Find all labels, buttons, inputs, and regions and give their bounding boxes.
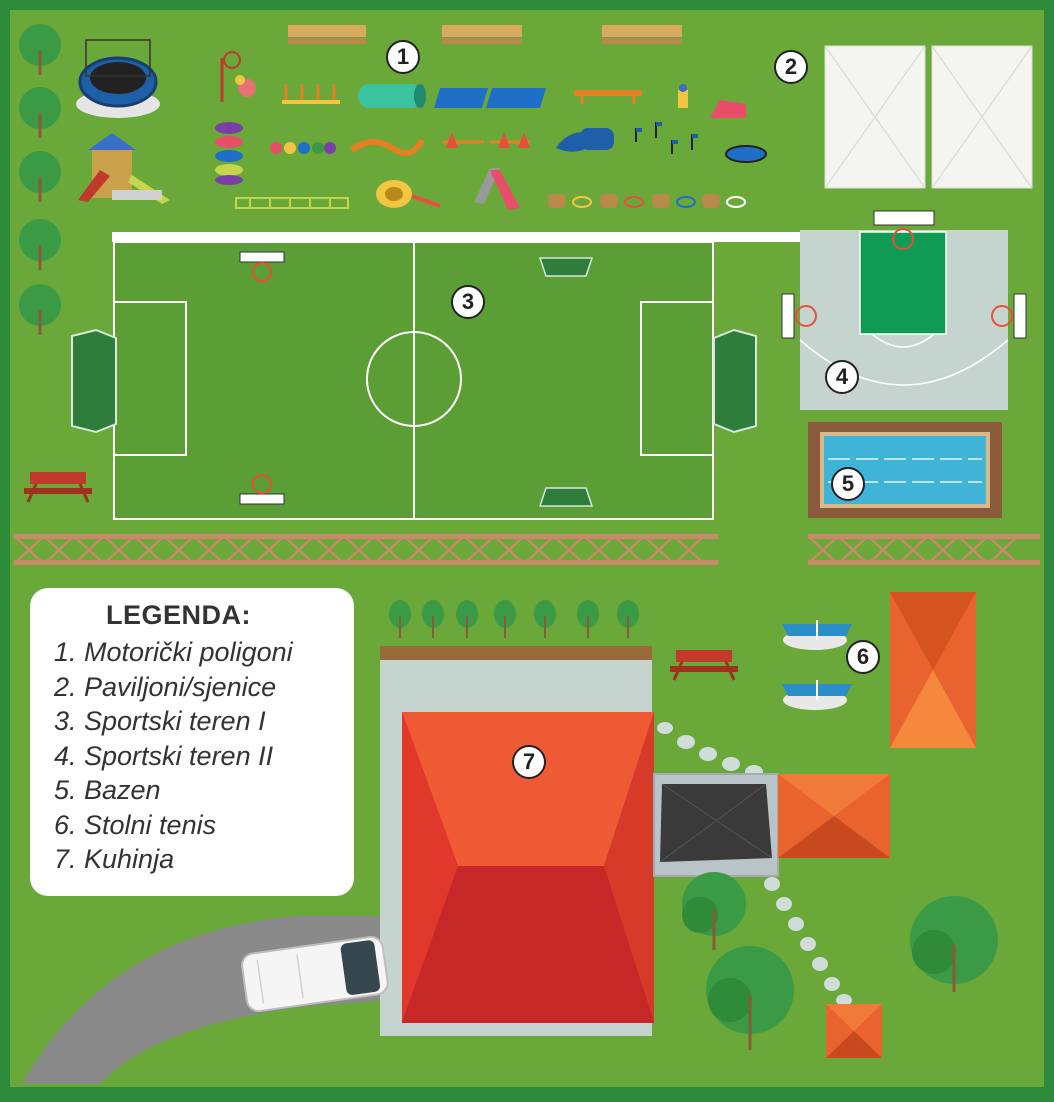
bench-icon <box>442 25 522 44</box>
mat-icon <box>434 88 546 108</box>
trampoline-icon <box>76 39 160 118</box>
area-marker-3[interactable]: 3 <box>451 285 485 319</box>
small-goal-icon <box>538 487 594 507</box>
picnic-table-icon <box>24 472 92 503</box>
pavilion-icon <box>824 45 926 189</box>
tyre-stack-icon <box>215 122 243 185</box>
tree-icon <box>577 600 599 638</box>
legend-item: 2. Paviljoni/sjenice <box>54 671 277 702</box>
toy-icon <box>235 75 256 97</box>
cone-set-icon <box>270 142 336 154</box>
shed-roof <box>826 1004 882 1058</box>
tree-icon <box>456 600 478 638</box>
goal-right-icon <box>713 328 757 434</box>
legend-item: 6. Stolni tenis <box>54 809 217 840</box>
slide-icon <box>474 168 520 210</box>
balance-beam-icon <box>574 90 642 104</box>
agility-ladder-icon <box>235 197 349 209</box>
van-icon <box>241 935 389 1013</box>
tree-icon <box>389 600 411 638</box>
pavilion-icon <box>931 45 1033 189</box>
tree-icon <box>910 896 998 992</box>
area-marker-5[interactable]: 5 <box>831 467 865 501</box>
basketball-hoop-icon <box>239 474 285 505</box>
tunnel-icon <box>358 84 426 108</box>
tree-icon <box>19 24 61 75</box>
tree-icon <box>706 946 794 1050</box>
tree-icon <box>494 600 516 638</box>
bag-and-ring-icon <box>548 194 746 208</box>
stone-path <box>657 722 852 1006</box>
mini-trampoline-icon <box>725 145 767 163</box>
terrace <box>653 773 779 877</box>
orange-building-roof <box>778 774 890 858</box>
area-marker-7[interactable]: 7 <box>512 745 546 779</box>
picnic-table-icon <box>670 650 738 681</box>
small-goal-icon <box>538 257 594 277</box>
legend-item: 1. Motorički poligoni <box>54 637 293 667</box>
legend-list: 1. Motorički poligoni 2. Paviljoni/sjeni… <box>54 635 354 877</box>
area-marker-4[interactable]: 4 <box>825 360 859 394</box>
hurdle-icon <box>442 132 530 148</box>
tree-icon <box>422 600 444 638</box>
goal-left-icon <box>71 328 117 434</box>
legend-title: LEGENDA: <box>106 600 251 630</box>
crawl-tunnel-icon <box>556 128 614 152</box>
bench-icon <box>288 25 366 44</box>
toy-figure-icon <box>678 84 688 108</box>
basketball-hoop-icon <box>239 251 285 282</box>
tall-building-roof <box>890 592 976 748</box>
legend-item: 7. Kuhinja <box>54 844 175 874</box>
tree-icon <box>19 284 61 335</box>
playground-icon <box>78 133 170 204</box>
table-tennis-icon <box>782 680 852 710</box>
bench-icon <box>602 25 682 44</box>
tree-icon <box>534 600 556 638</box>
tree-icon <box>682 872 746 950</box>
football-field <box>112 232 812 520</box>
basketball-hoop-icon <box>781 293 817 339</box>
basketball-hoop-icon <box>991 293 1027 339</box>
area-marker-2[interactable]: 2 <box>774 50 808 84</box>
yellow-tunnel-icon <box>376 180 441 208</box>
kitchen-planter <box>380 646 652 660</box>
pole-set-icon <box>282 84 340 104</box>
area-marker-1[interactable]: 1 <box>386 40 420 74</box>
snake-beam-icon <box>350 138 425 156</box>
tree-icon <box>617 600 639 638</box>
flag-set-icon <box>635 122 698 154</box>
legend-item: 3. Sportski teren I <box>54 706 266 736</box>
ramp-icon <box>710 100 746 118</box>
kitchen-roof <box>402 712 654 1023</box>
tree-icon <box>19 87 61 138</box>
basketball-hoop-icon <box>220 51 241 102</box>
fence-right <box>807 534 1040 565</box>
table-tennis-icon <box>782 620 852 650</box>
area-marker-6[interactable]: 6 <box>846 640 880 674</box>
tree-icon <box>19 151 61 202</box>
tree-icon <box>19 219 61 270</box>
legend-item: 5. Bazen <box>54 775 161 805</box>
basketball-hoop-icon <box>873 210 935 250</box>
fence-left <box>13 534 718 565</box>
legend-item: 4. Sportski teren II <box>54 740 274 771</box>
legend-panel: LEGENDA: 1. Motorički poligoni 2. Pavilj… <box>30 588 354 896</box>
